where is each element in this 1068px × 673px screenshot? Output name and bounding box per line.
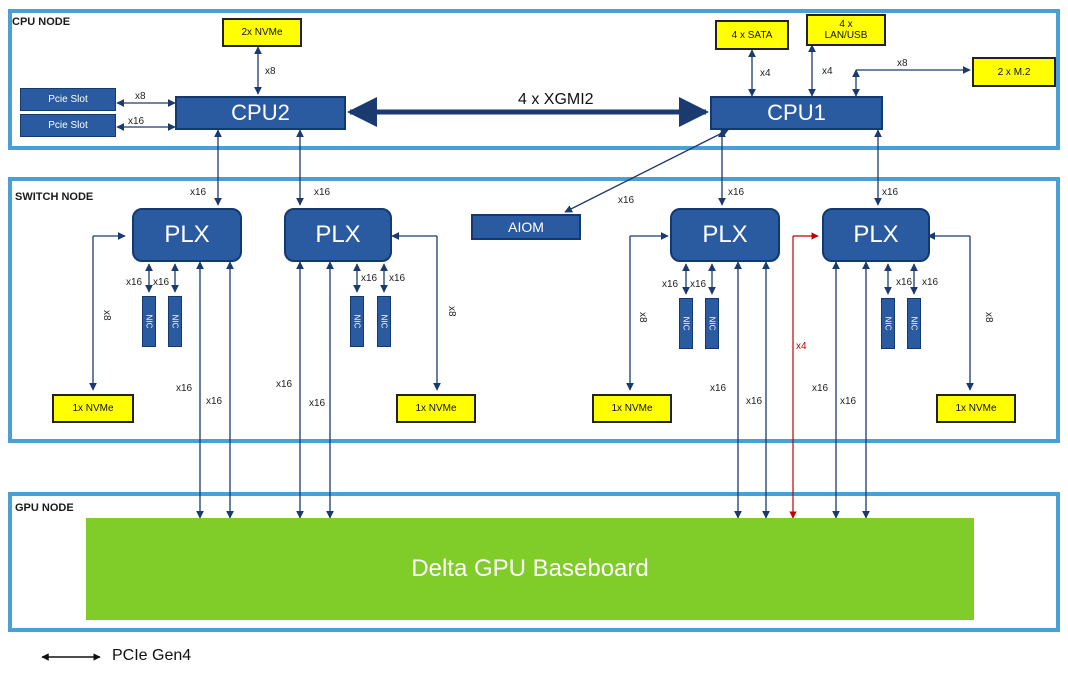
link-label-x16: x16 [690,279,707,290]
link-label-x16: x16 [840,396,857,407]
link-label-x16: x16 [662,279,679,290]
nic-card: NIC [142,296,156,347]
link-label-x16: x16 [728,187,745,198]
link-label-x8: x8 [265,66,276,77]
nic-label: NIC [379,314,389,329]
link-label-x16: x16 [190,187,207,198]
plx-chip-1: PLX [132,208,242,262]
pcie-slot-1: Pcie Slot [20,88,116,111]
nic-card: NIC [705,298,719,349]
plx-chip-4: PLX [822,208,930,262]
link-label-x16: x16 [710,383,727,394]
switch-node-label: SWITCH NODE [15,191,94,203]
gpu-node-label: GPU NODE [15,502,74,514]
link-label-x8: x8 [897,58,908,69]
link-label-x8: x8 [135,91,146,102]
link-label-x16: x16 [922,277,939,288]
link-label-x4-red: x4 [796,341,807,352]
nic-card: NIC [168,296,182,347]
m2-box: 2 x M.2 [972,57,1056,87]
nvme-box-3: 1x NVMe [592,394,672,423]
cpu2-chip: CPU2 [175,96,346,130]
nic-label: NIC [144,314,154,329]
link-label-x16: x16 [314,187,331,198]
nic-label: NIC [883,316,893,331]
nic-label: NIC [707,316,717,331]
link-label-x16: x16 [176,383,193,394]
pcie-slot-2: Pcie Slot [20,114,116,137]
nvme-box-4: 1x NVMe [936,394,1016,423]
link-label-x16: x16 [812,383,829,394]
link-label-x16: x16 [746,396,763,407]
link-label-x4: x4 [822,66,833,77]
lan-usb-label: 4 x LAN/USB [824,19,868,41]
link-label-x16: x16 [309,398,326,409]
link-label-x16: x16 [128,116,145,127]
plx-chip-3: PLX [670,208,780,262]
link-label-x8: x8 [446,306,457,317]
cpu2-nvme-box: 2x NVMe [222,18,302,47]
nic-card: NIC [350,296,364,347]
link-label-x8: x8 [983,312,994,323]
nvme-box-2: 1x NVMe [396,394,476,423]
nic-card: NIC [881,298,895,349]
sata-box: 4 x SATA [715,20,789,50]
nic-card: NIC [377,296,391,347]
link-label-x16: x16 [206,396,223,407]
nic-card: NIC [679,298,693,349]
nic-card: NIC [907,298,921,349]
link-label-x16: x16 [896,277,913,288]
aiom-card: AIOM [471,214,581,240]
link-label-x4: x4 [760,68,771,79]
link-label-x16: x16 [126,277,143,288]
plx-chip-2: PLX [284,208,392,262]
link-label-x8: x8 [101,310,112,321]
nvme-box-1: 1x NVMe [52,394,134,423]
link-label-x8: x8 [637,312,648,323]
lan-usb-box: 4 x LAN/USB [806,14,886,46]
nic-label: NIC [909,316,919,331]
link-label-x16: x16 [361,273,378,284]
gpu-baseboard: Delta GPU Baseboard [86,518,974,620]
legend-label: PCIe Gen4 [112,647,192,664]
cpu1-chip: CPU1 [710,96,883,130]
xgmi2-label: 4 x XGMI2 [518,91,594,108]
link-label-x16: x16 [153,277,170,288]
link-label-x16: x16 [276,379,293,390]
nic-label: NIC [681,316,691,331]
link-label-x16: x16 [389,273,406,284]
link-label-x16: x16 [618,195,635,206]
link-label-x16: x16 [882,187,899,198]
cpu-node-label: CPU NODE [12,16,71,28]
nic-label: NIC [352,314,362,329]
nic-label: NIC [170,314,180,329]
